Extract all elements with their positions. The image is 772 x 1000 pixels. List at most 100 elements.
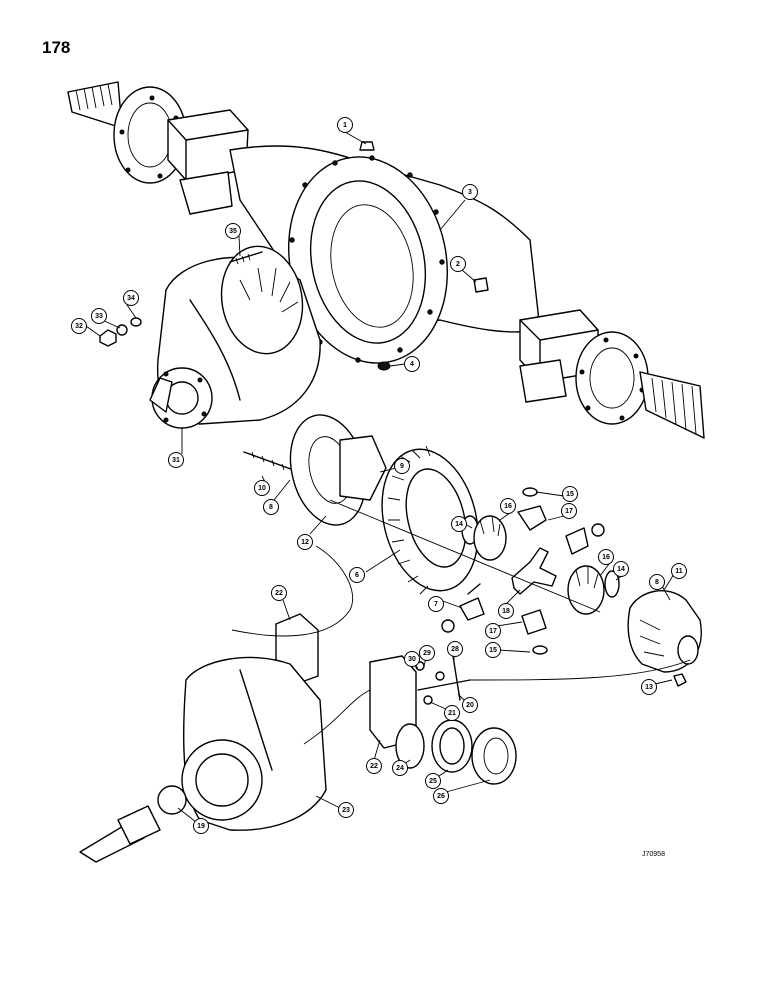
callout-circle: [462, 184, 478, 200]
callout-19: 19: [193, 818, 209, 834]
callout-labels: 1234678891011121314141515161617171819202…: [71, 117, 687, 834]
callout-circle: [447, 641, 463, 657]
callout-32: 32: [71, 318, 87, 334]
callout-circle: [450, 256, 466, 272]
carrier-housing: [79, 613, 517, 863]
callout-15: 15: [562, 486, 578, 502]
callout-18: 18: [498, 603, 514, 619]
callout-7: 7: [428, 596, 444, 612]
callout-number: 35: [229, 228, 237, 235]
callout-3: 3: [462, 184, 478, 200]
callout-circle: [271, 585, 287, 601]
callout-21: 21: [444, 705, 460, 721]
callout-number: 28: [451, 646, 459, 653]
callout-16: 16: [500, 498, 516, 514]
callout-circle: [419, 645, 435, 661]
callout-circle: [263, 499, 279, 515]
callout-circle: [337, 117, 353, 133]
callout-number: 4: [410, 361, 414, 368]
callout-number: 23: [342, 807, 350, 814]
callout-circle: [297, 534, 313, 550]
callout-number: 3: [468, 189, 472, 196]
differential-gears: [243, 414, 702, 687]
callout-circle: [425, 773, 441, 789]
callout-circle: [225, 223, 241, 239]
callout-22: 22: [271, 585, 287, 601]
callout-number: 18: [502, 608, 510, 615]
callout-number: 13: [645, 684, 653, 691]
callout-circle: [462, 697, 478, 713]
callout-circle: [451, 516, 467, 532]
callout-29: 29: [419, 645, 435, 661]
callout-number: 14: [617, 566, 625, 573]
callout-22: 22: [366, 758, 382, 774]
callout-number: 15: [566, 491, 574, 498]
callout-14: 14: [451, 516, 467, 532]
callout-number: 33: [95, 313, 103, 320]
callout-circle: [485, 642, 501, 658]
callout-10: 10: [254, 480, 270, 496]
callout-circle: [123, 290, 139, 306]
callout-circle: [404, 356, 420, 372]
callout-11: 11: [671, 563, 687, 579]
callout-23: 23: [338, 802, 354, 818]
callout-circle: [649, 574, 665, 590]
callout-4: 4: [404, 356, 420, 372]
callout-circle: [598, 549, 614, 565]
callout-circle: [392, 760, 408, 776]
callout-circle: [71, 318, 87, 334]
callout-6: 6: [349, 567, 365, 583]
callout-circle: [428, 596, 444, 612]
callout-30: 30: [404, 651, 420, 667]
callout-31: 31: [168, 452, 184, 468]
callout-number: 29: [423, 650, 431, 657]
callout-circle: [338, 802, 354, 818]
callout-circle: [613, 561, 629, 577]
callout-circle: [366, 758, 382, 774]
callout-number: 17: [565, 508, 573, 515]
callout-circle: [193, 818, 209, 834]
callout-28: 28: [447, 641, 463, 657]
callout-number: 9: [400, 463, 404, 470]
callout-number: 15: [489, 647, 497, 654]
callout-number: 16: [504, 503, 512, 510]
callout-33: 33: [91, 308, 107, 324]
callout-35: 35: [225, 223, 241, 239]
callout-circle: [394, 458, 410, 474]
callout-26: 26: [433, 788, 449, 804]
callout-number: 1: [343, 122, 347, 129]
callout-25: 25: [425, 773, 441, 789]
callout-12: 12: [297, 534, 313, 550]
callout-34: 34: [123, 290, 139, 306]
callout-number: 8: [269, 504, 273, 511]
callout-number: 24: [396, 765, 404, 772]
callout-number: 19: [197, 823, 205, 830]
callout-circle: [485, 623, 501, 639]
callout-number: 22: [275, 590, 283, 597]
callout-1: 1: [337, 117, 353, 133]
callout-number: 22: [370, 763, 378, 770]
callout-circle: [500, 498, 516, 514]
callout-24: 24: [392, 760, 408, 776]
callout-number: 11: [675, 568, 683, 575]
callout-number: 30: [408, 656, 416, 663]
callout-circle: [561, 503, 577, 519]
callout-number: 26: [437, 793, 445, 800]
leader-lines: [85, 131, 691, 823]
callout-number: 7: [434, 601, 438, 608]
callout-number: 34: [127, 295, 135, 302]
callout-number: 6: [355, 572, 359, 579]
carrier-assembly: [99, 245, 321, 429]
callout-number: 12: [301, 539, 309, 546]
callout-number: 2: [456, 261, 460, 268]
callout-circle: [641, 679, 657, 695]
callout-number: 10: [258, 485, 266, 492]
callout-number: 14: [455, 521, 463, 528]
callout-8: 8: [649, 574, 665, 590]
callout-14: 14: [613, 561, 629, 577]
callout-20: 20: [462, 697, 478, 713]
callout-17: 17: [561, 503, 577, 519]
callout-number: 25: [429, 778, 437, 785]
callout-number: 21: [448, 710, 456, 717]
callout-number: 17: [489, 628, 497, 635]
